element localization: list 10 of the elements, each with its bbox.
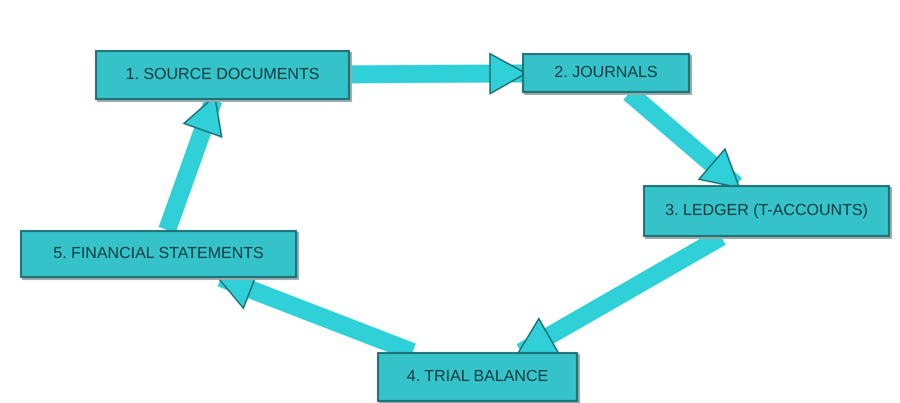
step-label: 4. TRIAL BALANCE bbox=[406, 367, 550, 387]
step-label: 3. LEDGER (T-ACCOUNTS) bbox=[664, 201, 869, 221]
step-label: 1. SOURCE DOCUMENTS bbox=[124, 65, 320, 85]
step-label: 5. FINANCIAL STATEMENTS bbox=[52, 244, 265, 264]
step-box bbox=[377, 352, 578, 402]
step-box bbox=[20, 230, 297, 278]
step-label: 2. JOURNALS bbox=[553, 63, 659, 83]
step-box bbox=[643, 185, 890, 237]
step-box bbox=[522, 53, 690, 93]
step-box bbox=[95, 50, 350, 100]
